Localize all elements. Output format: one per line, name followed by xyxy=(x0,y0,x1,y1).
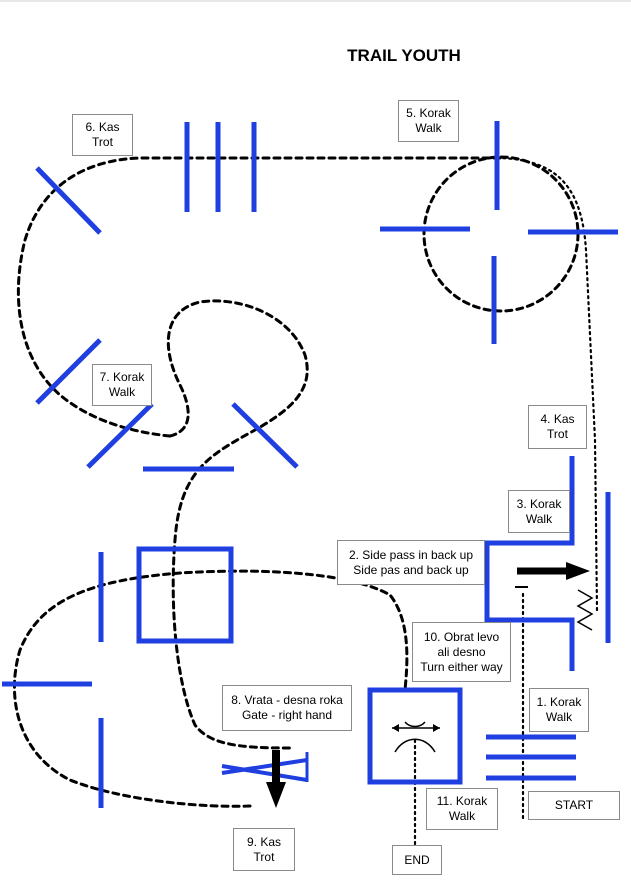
walk-square xyxy=(136,546,234,644)
station-7-label: 7. Korak Walk xyxy=(92,364,152,406)
turn-arrow-left-head xyxy=(392,724,399,732)
station-2-line1: 2. Side pass in back up xyxy=(348,547,474,562)
station-4-line2: Trot xyxy=(547,427,568,441)
station-6-line1: 6. Kas xyxy=(85,120,120,134)
turn-arrow-right-head xyxy=(433,724,440,732)
route-lower-loop xyxy=(12,569,409,808)
station-2-label: 2. Side pass in back up Side pas and bac… xyxy=(337,540,485,585)
station-11-label: 11. Korak Walk xyxy=(426,788,498,830)
pole xyxy=(86,402,154,469)
station-1-line1: 1. Korak xyxy=(536,695,582,709)
route-serpentine xyxy=(166,299,309,750)
zigzag-mark xyxy=(576,589,594,631)
station-11-line1: 11. Korak xyxy=(436,794,488,808)
turn-box xyxy=(367,687,463,785)
station-10-line3: Turn either way xyxy=(420,659,503,674)
pole xyxy=(35,166,102,235)
end-label: END xyxy=(392,845,442,875)
station-10-line1: 10. Obrat levo xyxy=(423,629,500,644)
station-8-line2: Gate - right hand xyxy=(241,708,333,722)
station-3-label: 3. Korak Walk xyxy=(508,490,570,533)
station-9-label: 9. Kas Trot xyxy=(233,828,295,871)
station-10-line2: ali desno xyxy=(437,644,486,659)
station-5-line1: 5. Korak xyxy=(406,106,451,120)
station-1-line2: Walk xyxy=(545,710,573,724)
end-text: END xyxy=(404,852,430,867)
station-7-line2: Walk xyxy=(108,385,136,399)
station-3-line1: 3. Korak xyxy=(516,496,562,511)
station-5-label: 5. Korak Walk xyxy=(398,100,459,142)
start-text: START xyxy=(554,798,594,812)
station-8-label: 8. Vrata - desna roka Gate - right hand xyxy=(222,685,352,731)
turn-arrows-icon xyxy=(392,721,440,753)
station-5-line2: Walk xyxy=(415,121,442,135)
station-6-line2: Trot xyxy=(92,135,113,149)
station-2-line2: Side pas and back up xyxy=(353,562,469,577)
back-up-lshape xyxy=(484,456,575,671)
station-4-line1: 4. Kas xyxy=(540,412,575,426)
station-4-label: 4. Kas Trot xyxy=(528,405,587,449)
station-8-line1: 8. Vrata - desna roka xyxy=(231,693,343,707)
station-3-line2: Walk xyxy=(525,511,553,526)
start-label: START xyxy=(528,791,620,820)
pole xyxy=(35,338,102,405)
station-7-line1: 7. Korak xyxy=(99,370,145,384)
gate-arrow-head xyxy=(266,782,286,808)
station-10-label: 10. Obrat levo ali desno Turn either way xyxy=(412,622,511,682)
gate-pole xyxy=(221,758,308,775)
station-1-label: 1. Korak Walk xyxy=(529,688,589,732)
station-9-line1: 9. Kas xyxy=(246,834,282,849)
station-11-line2: Walk xyxy=(448,809,476,823)
station-9-line2: Trot xyxy=(253,849,275,864)
side-pass-arrow-head xyxy=(566,562,590,580)
pole xyxy=(231,402,299,469)
station-6-label: 6. Kas Trot xyxy=(72,114,133,156)
gate-pole xyxy=(221,764,308,782)
route-top-segment xyxy=(16,156,502,438)
page-title: TRAIL YOUTH xyxy=(347,46,461,65)
obstacles xyxy=(2,121,618,808)
